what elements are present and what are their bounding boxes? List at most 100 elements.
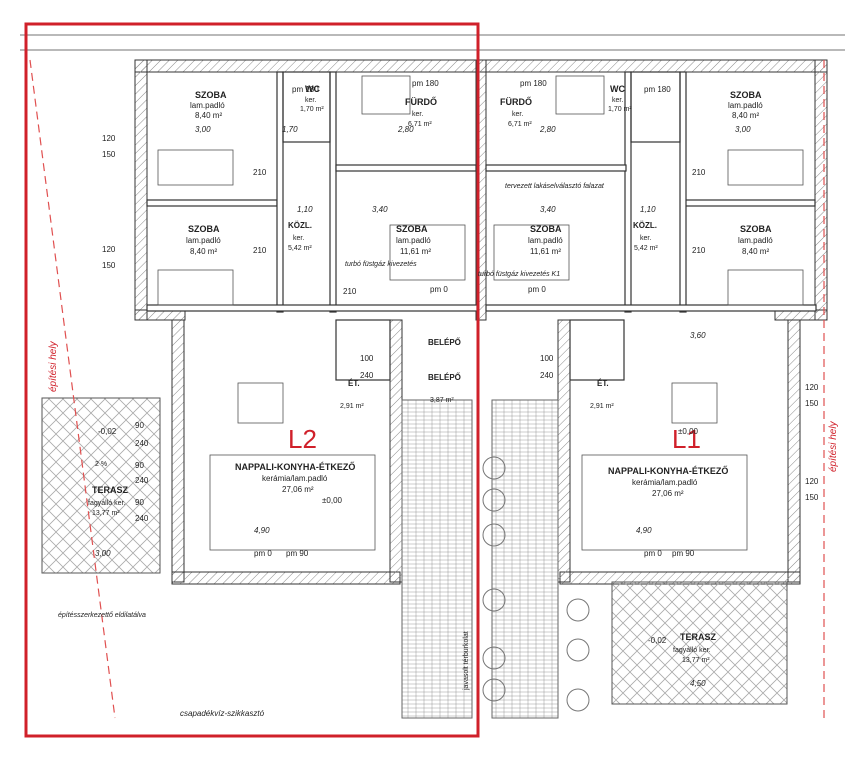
svg-text:150: 150 xyxy=(102,261,116,270)
svg-text:pm 180: pm 180 xyxy=(520,79,547,88)
building-line-label-left: építési hely xyxy=(48,340,59,392)
svg-text:pm 90: pm 90 xyxy=(286,549,309,558)
svg-text:150: 150 xyxy=(805,493,819,502)
room-szoba-center-left: SZOBA lam.padló 11,61 m² turbó füstgáz k… xyxy=(345,224,431,268)
room-furdo-left: FÜRDŐ ker. 6,71 m² xyxy=(405,96,437,128)
room-et-left: ÉT. 2,91 m² xyxy=(340,379,364,410)
svg-text:KÖZL.: KÖZL. xyxy=(633,221,657,230)
svg-text:ker.: ker. xyxy=(293,235,304,242)
room-wc-right: WC ker. 1,70 m² xyxy=(608,84,632,113)
dimension-labels: 3,00 2,80 2,80 3,00 3,40 3,40 1,10 1,10 … xyxy=(95,79,819,688)
svg-text:100: 100 xyxy=(540,354,554,363)
svg-text:pm 0: pm 0 xyxy=(430,285,448,294)
svg-text:150: 150 xyxy=(102,150,116,159)
svg-text:pm 0: pm 0 xyxy=(644,549,662,558)
svg-text:3,87 m²: 3,87 m² xyxy=(430,397,454,404)
svg-text:8,40 m²: 8,40 m² xyxy=(742,247,769,256)
svg-text:5,42 m²: 5,42 m² xyxy=(288,245,312,252)
svg-text:KÖZL.: KÖZL. xyxy=(288,221,312,230)
svg-text:TERASZ: TERASZ xyxy=(92,485,129,495)
furniture xyxy=(157,75,804,551)
svg-text:FÜRDŐ: FÜRDŐ xyxy=(405,96,437,107)
room-kozl-right: KÖZL. ker. 5,42 m² xyxy=(633,221,658,252)
shrubs xyxy=(482,456,590,712)
svg-text:ÉT.: ÉT. xyxy=(348,379,360,388)
svg-text:kerámia/lam.padló: kerámia/lam.padló xyxy=(632,478,698,487)
room-belepo-left: BELÉPŐ BELÉPŐ 3,87 m² xyxy=(428,338,461,404)
svg-text:3,00: 3,00 xyxy=(195,125,211,134)
svg-text:lam.padló: lam.padló xyxy=(528,236,563,245)
svg-text:2,91 m²: 2,91 m² xyxy=(340,403,364,410)
svg-text:1,70 m²: 1,70 m² xyxy=(300,106,324,113)
well-note: csapadékvíz-szikkasztó xyxy=(180,709,265,718)
svg-text:1,10: 1,10 xyxy=(297,205,313,214)
svg-text:11,61 m²: 11,61 m² xyxy=(400,247,431,256)
room-kozl-left: KÖZL. ker. 5,42 m² xyxy=(288,221,312,252)
svg-text:3,60: 3,60 xyxy=(690,331,706,340)
terrace-right xyxy=(611,581,788,705)
svg-text:BELÉPŐ: BELÉPŐ xyxy=(428,338,461,347)
room-terasz-left: TERASZ fagyálló ker. 13,77 m² -0,02 2 % xyxy=(88,427,129,517)
svg-text:lam.padló: lam.padló xyxy=(738,236,773,245)
svg-text:pm 0: pm 0 xyxy=(254,549,272,558)
svg-text:1,10: 1,10 xyxy=(640,205,656,214)
svg-text:8,40 m²: 8,40 m² xyxy=(195,111,222,120)
svg-text:lam.padló: lam.padló xyxy=(396,236,431,245)
svg-text:27,06 m²: 27,06 m² xyxy=(282,485,314,494)
svg-text:240: 240 xyxy=(135,439,149,448)
svg-text:11,61 m²: 11,61 m² xyxy=(530,247,561,256)
outer-walls xyxy=(134,59,828,585)
svg-text:pm 180: pm 180 xyxy=(292,85,319,94)
svg-text:13,77 m²: 13,77 m² xyxy=(682,657,710,664)
svg-text:fagyálló ker.: fagyálló ker. xyxy=(673,647,710,654)
svg-text:turbó füstgáz kivezetés: turbó füstgáz kivezetés xyxy=(345,261,417,268)
svg-text:8,40 m²: 8,40 m² xyxy=(190,247,217,256)
room-szoba-bottom-right: SZOBA lam.padló 8,40 m² xyxy=(738,224,773,256)
svg-text:210: 210 xyxy=(692,168,706,177)
unit-label-l2: L2 xyxy=(288,424,317,454)
svg-text:2,80: 2,80 xyxy=(539,125,556,134)
svg-text:120: 120 xyxy=(102,245,116,254)
svg-text:2,91 m²: 2,91 m² xyxy=(590,403,614,410)
svg-text:WC: WC xyxy=(610,84,625,94)
paving-path xyxy=(401,399,559,719)
interior-walls xyxy=(146,71,817,381)
svg-text:NAPPALI-KONYHA-ÉTKEZŐ: NAPPALI-KONYHA-ÉTKEZŐ xyxy=(235,461,355,472)
top-dimension-lines xyxy=(20,34,845,51)
facade-note: tervezett lakáselválasztó falazat xyxy=(505,183,605,190)
room-et-right: ÉT. 2,91 m² xyxy=(590,379,614,410)
svg-text:SZOBA: SZOBA xyxy=(195,90,227,100)
svg-text:4,50: 4,50 xyxy=(690,679,706,688)
svg-text:NAPPALI-KONYHA-ÉTKEZŐ: NAPPALI-KONYHA-ÉTKEZŐ xyxy=(608,465,728,476)
svg-text:SZOBA: SZOBA xyxy=(530,224,562,234)
svg-text:ker.: ker. xyxy=(512,111,523,118)
svg-text:ker.: ker. xyxy=(640,235,651,242)
svg-text:-0,02: -0,02 xyxy=(98,427,117,436)
svg-text:3,40: 3,40 xyxy=(372,205,388,214)
svg-text:90: 90 xyxy=(135,461,144,470)
room-furdo-right: FÜRDŐ ker. 6,71 m² xyxy=(500,96,532,128)
room-szoba-center-right: SZOBA lam.padló 11,61 m² turbó füstgáz k… xyxy=(478,224,563,278)
svg-text:pm 0: pm 0 xyxy=(528,285,546,294)
svg-text:240: 240 xyxy=(360,371,374,380)
svg-text:120: 120 xyxy=(805,477,819,486)
svg-text:150: 150 xyxy=(805,399,819,408)
svg-text:SZOBA: SZOBA xyxy=(188,224,220,234)
svg-text:SZOBA: SZOBA xyxy=(396,224,428,234)
svg-text:turbó füstgáz kivezetés K1: turbó füstgáz kivezetés K1 xyxy=(478,271,560,278)
room-szoba-top-right: SZOBA lam.padló 8,40 m² xyxy=(728,90,763,120)
svg-text:4,90: 4,90 xyxy=(254,526,270,535)
svg-text:ker.: ker. xyxy=(612,97,623,104)
svg-text:fagyálló ker.: fagyálló ker. xyxy=(88,500,125,507)
svg-text:lam.padló: lam.padló xyxy=(190,101,225,110)
svg-text:lam.padló: lam.padló xyxy=(186,236,221,245)
svg-text:BELÉPŐ: BELÉPŐ xyxy=(428,373,461,382)
room-szoba-bottom-left: SZOBA lam.padló 8,40 m² xyxy=(186,224,221,256)
svg-text:ker.: ker. xyxy=(305,97,316,104)
svg-text:FÜRDŐ: FÜRDŐ xyxy=(500,96,532,107)
svg-text:6,71 m²: 6,71 m² xyxy=(508,121,532,128)
svg-text:SZOBA: SZOBA xyxy=(730,90,762,100)
svg-text:6,71 m²: 6,71 m² xyxy=(408,121,432,128)
